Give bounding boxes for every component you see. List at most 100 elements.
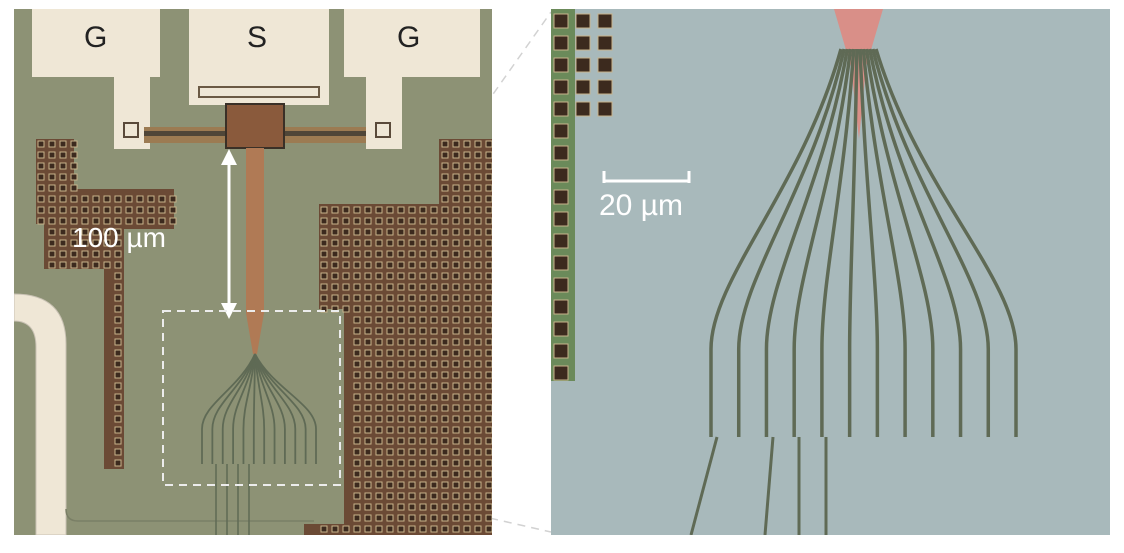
dummy-fill-square [37, 217, 45, 225]
dummy-fill-square [353, 316, 361, 324]
dummy-fill-square [386, 228, 394, 236]
dummy-fill-square [375, 338, 383, 346]
zoom-dummy-fill-square [553, 13, 569, 29]
dummy-fill-square [452, 261, 460, 269]
dummy-fill-square [463, 195, 471, 203]
dummy-fill-square [452, 294, 460, 302]
dummy-fill-square [463, 283, 471, 291]
dummy-fill-square [169, 195, 177, 203]
dummy-fill-square [375, 360, 383, 368]
dummy-fill-square [474, 140, 482, 148]
dummy-fill-square [419, 272, 427, 280]
dummy-fill-square [103, 228, 111, 236]
dummy-fill-square [59, 140, 67, 148]
dummy-fill-square [114, 195, 122, 203]
dummy-fill-square [375, 272, 383, 280]
dummy-fill-square [408, 228, 416, 236]
dummy-fill-square [485, 415, 492, 423]
dummy-fill-square [485, 470, 492, 478]
dummy-fill-square [452, 228, 460, 236]
dummy-fill-square [386, 338, 394, 346]
dummy-fill-square [430, 503, 438, 511]
dummy-fill-square [353, 294, 361, 302]
dummy-fill-square [430, 283, 438, 291]
dummy-fill-square [430, 305, 438, 313]
dummy-fill-square [331, 272, 339, 280]
dummy-fill-square [386, 481, 394, 489]
dummy-fill-square [430, 349, 438, 357]
dummy-fill-square [147, 217, 155, 225]
dummy-fill-square [386, 382, 394, 390]
dummy-fill-square [114, 261, 122, 269]
dummy-fill-square [441, 162, 449, 170]
dummy-fill-square [70, 206, 78, 214]
dummy-fill-square [463, 514, 471, 522]
dummy-fill-square [485, 305, 492, 313]
dummy-fill-square [452, 239, 460, 247]
dummy-fill-square [114, 338, 122, 346]
dummy-fill-square [441, 338, 449, 346]
dummy-fill-square [452, 492, 460, 500]
dummy-fill-square [364, 360, 372, 368]
dummy-fill-square [342, 261, 350, 269]
dummy-fill-square [408, 382, 416, 390]
dummy-fill-square [397, 206, 405, 214]
waveguide [246, 148, 264, 313]
dummy-fill-square [375, 305, 383, 313]
dummy-fill-square [353, 448, 361, 456]
dummy-fill-square [114, 206, 122, 214]
dummy-fill-square [485, 514, 492, 522]
pad-label-g-right: G [397, 21, 421, 54]
dummy-fill-square [452, 184, 460, 192]
dummy-fill-square [474, 525, 482, 533]
dummy-fill-square [474, 206, 482, 214]
dummy-fill-square [474, 250, 482, 258]
dummy-fill-square [441, 316, 449, 324]
dummy-fill-square [386, 261, 394, 269]
dummy-fill-square [386, 349, 394, 357]
dummy-fill-square [441, 448, 449, 456]
dummy-fill-square [81, 250, 89, 258]
dummy-fill-square [375, 371, 383, 379]
dummy-fill-square [441, 206, 449, 214]
grating-fiber-line [254, 353, 276, 464]
dummy-fill-square [485, 492, 492, 500]
dummy-fill-square [397, 217, 405, 225]
dummy-fill-square [408, 503, 416, 511]
dummy-fill-square [441, 525, 449, 533]
dummy-fill-square [452, 503, 460, 511]
dummy-fill-square [364, 228, 372, 236]
dummy-fill-square [408, 327, 416, 335]
dummy-fill-square [452, 448, 460, 456]
dummy-fill-square [70, 162, 78, 170]
dummy-fill-square [452, 481, 460, 489]
dummy-fill-square [81, 239, 89, 247]
dummy-fill-square [48, 173, 56, 181]
dummy-fill-square [386, 492, 394, 500]
dummy-fill-square [441, 415, 449, 423]
dummy-fill-square [48, 151, 56, 159]
dummy-fill-square [463, 206, 471, 214]
dummy-fill-square [463, 316, 471, 324]
dummy-fill-square [419, 349, 427, 357]
dummy-fill-square [353, 338, 361, 346]
dummy-fill-square [331, 283, 339, 291]
dummy-fill-square [353, 261, 361, 269]
grating-fiber-line [242, 353, 256, 464]
dummy-fill-square [125, 217, 133, 225]
dummy-fill-square [441, 371, 449, 379]
dummy-fill-square [397, 514, 405, 522]
dummy-fill-square [386, 404, 394, 412]
dummy-fill-square [430, 492, 438, 500]
dummy-fill-square [364, 459, 372, 467]
dummy-fill-square [331, 239, 339, 247]
dummy-fill-square [37, 184, 45, 192]
dummy-fill-square [386, 305, 394, 313]
dummy-fill-square [92, 250, 100, 258]
zoom-region-box [162, 310, 341, 486]
dummy-fill-square [463, 349, 471, 357]
dummy-fill-square [353, 492, 361, 500]
dummy-fill-square [485, 349, 492, 357]
dummy-fill-square [103, 195, 111, 203]
dummy-fill-square [169, 217, 177, 225]
